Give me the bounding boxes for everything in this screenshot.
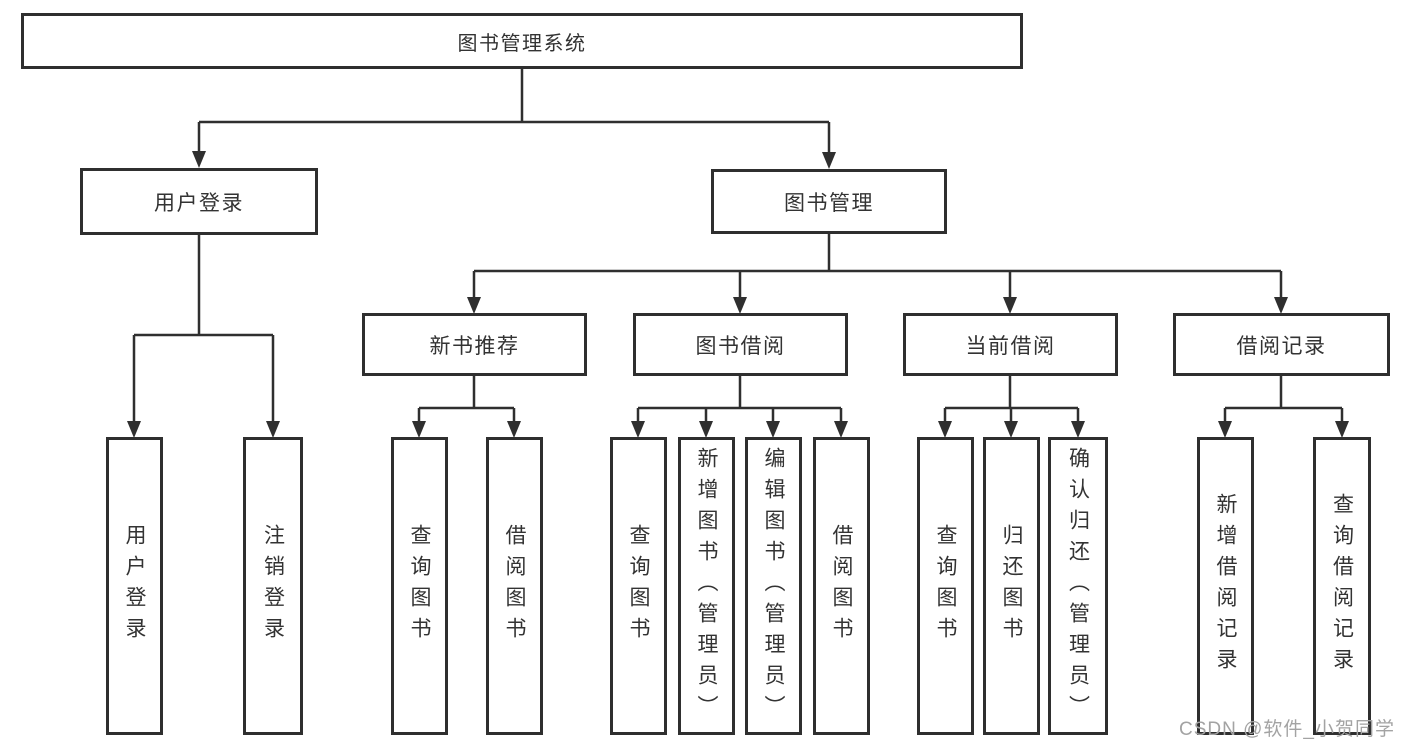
leaf-add-borrow-record-label: 新增借阅记录 bbox=[1214, 493, 1237, 679]
leaf-query-books-current: 查询图书 bbox=[917, 437, 974, 735]
node-new-book-recommend-label: 新书推荐 bbox=[429, 334, 520, 358]
leaf-confirm-return-admin: 确认归还（管理员） bbox=[1048, 437, 1108, 735]
node-book-borrow: 图书借阅 bbox=[633, 313, 848, 376]
node-library-system-label: 图书管理系统 bbox=[457, 32, 587, 55]
node-book-management-label: 图书管理 bbox=[784, 191, 874, 215]
node-user-login: 用户登录 bbox=[80, 168, 318, 235]
leaf-query-borrow-record: 查询借阅记录 bbox=[1313, 437, 1371, 735]
leaf-user-login-label: 用户登录 bbox=[123, 524, 146, 648]
leaf-borrow-books-newbook: 借阅图书 bbox=[486, 437, 543, 735]
node-new-book-recommend: 新书推荐 bbox=[362, 313, 587, 376]
leaf-confirm-return-admin-label: 确认归还（管理员） bbox=[1066, 446, 1090, 726]
leaf-borrow-books-borrow: 借阅图书 bbox=[813, 437, 870, 735]
leaf-add-borrow-record: 新增借阅记录 bbox=[1197, 437, 1254, 735]
leaf-add-book-admin-label: 新增图书（管理员） bbox=[695, 446, 718, 726]
leaf-edit-book-admin-label: 编辑图书（管理员） bbox=[762, 446, 785, 726]
leaf-query-books-newbook-label: 查询图书 bbox=[408, 524, 431, 648]
node-borrow-records-label: 借阅记录 bbox=[1236, 334, 1327, 358]
arrowheads bbox=[127, 151, 1349, 438]
leaf-query-books-borrow: 查询图书 bbox=[610, 437, 667, 735]
leaf-logout: 注销登录 bbox=[243, 437, 303, 735]
node-current-borrow-label: 当前借阅 bbox=[965, 334, 1056, 358]
leaf-user-login: 用户登录 bbox=[106, 437, 163, 735]
leaf-query-books-borrow-label: 查询图书 bbox=[627, 524, 650, 648]
leaf-return-book: 归还图书 bbox=[983, 437, 1040, 735]
node-library-system: 图书管理系统 bbox=[21, 13, 1023, 69]
leaf-borrow-books-newbook-label: 借阅图书 bbox=[503, 524, 526, 648]
leaf-add-book-admin: 新增图书（管理员） bbox=[678, 437, 735, 735]
leaf-logout-label: 注销登录 bbox=[261, 524, 285, 648]
node-book-borrow-label: 图书借阅 bbox=[695, 334, 786, 358]
leaf-edit-book-admin: 编辑图书（管理员） bbox=[745, 437, 802, 735]
leaf-query-borrow-record-label: 查询借阅记录 bbox=[1330, 493, 1354, 679]
node-current-borrow: 当前借阅 bbox=[903, 313, 1118, 376]
node-borrow-records: 借阅记录 bbox=[1173, 313, 1390, 376]
csdn-watermark: CSDN @软件_小贺同学 bbox=[1179, 719, 1395, 740]
leaf-borrow-books-borrow-label: 借阅图书 bbox=[830, 524, 853, 648]
node-user-login-label: 用户登录 bbox=[154, 191, 244, 215]
node-book-management: 图书管理 bbox=[711, 169, 947, 234]
leaf-return-book-label: 归还图书 bbox=[1000, 524, 1023, 648]
leaf-query-books-current-label: 查询图书 bbox=[934, 524, 957, 648]
leaf-query-books-newbook: 查询图书 bbox=[391, 437, 448, 735]
